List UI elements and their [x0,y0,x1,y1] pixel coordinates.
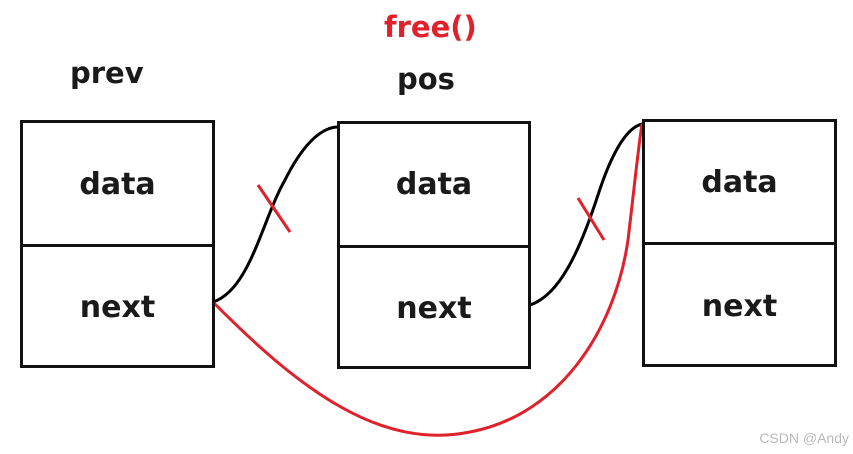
free-call-label: free() [384,10,477,44]
node-prev-data-field: data [79,166,156,202]
pos-label: pos [397,62,455,96]
cut-mark-pos-to-after [576,197,606,241]
prev-label: prev [70,56,144,90]
node-after-data-field: data [701,164,778,200]
cut-mark-prev-to-pos [256,184,292,233]
old-link-pos-to-after [529,122,643,307]
watermark: CSDN @Andy [759,430,849,446]
node-after: data next [642,119,837,367]
node-prev-divider [23,244,212,247]
node-after-divider [645,242,834,245]
node-pos: data next [337,121,531,369]
node-prev: data next [20,120,215,368]
node-after-next-field: next [701,288,778,324]
old-link-prev-to-pos [212,125,338,304]
node-pos-data-field: data [395,167,473,202]
node-pos-next-field: next [396,291,472,326]
new-link-prev-to-after [211,123,644,437]
node-prev-next-field: next [79,290,156,325]
node-pos-divider [340,245,528,248]
